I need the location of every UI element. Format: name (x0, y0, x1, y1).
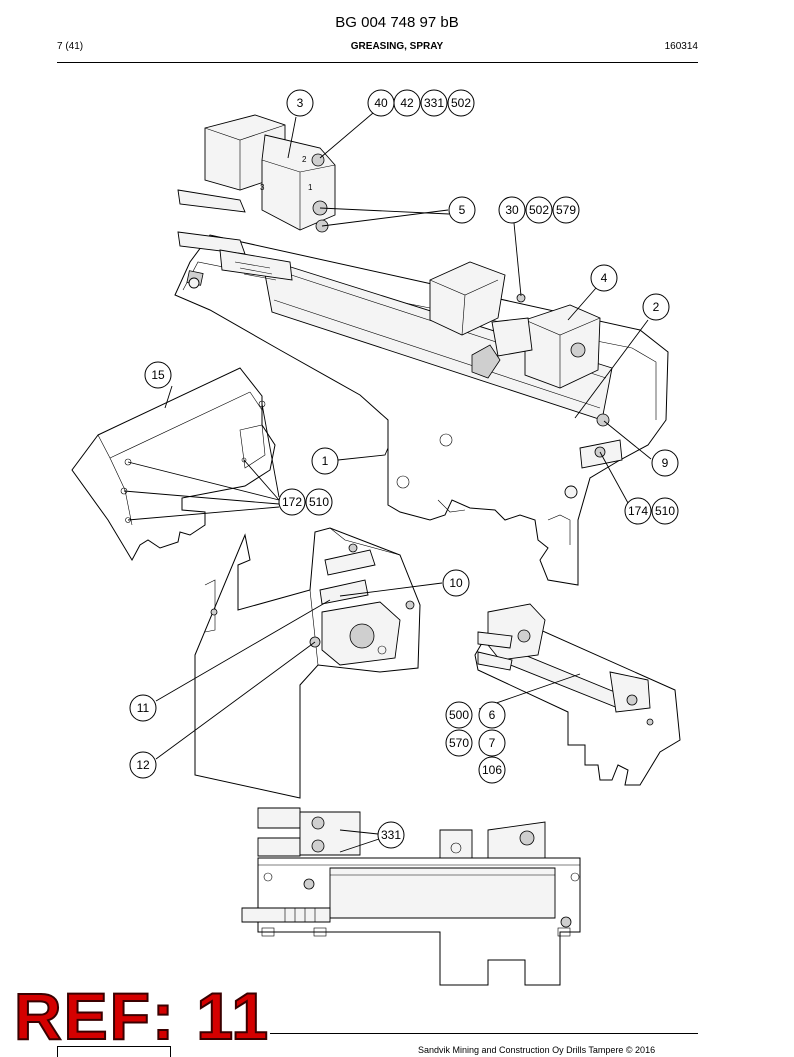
callout-570: 570 (445, 729, 473, 757)
callout-label: 510 (309, 495, 329, 509)
callout-label: 570 (449, 736, 469, 750)
svg-text:3: 3 (260, 183, 265, 192)
callout-42: 42 (393, 89, 421, 117)
callout-510: 510 (651, 497, 679, 525)
callout-label: 5 (459, 203, 466, 217)
company-logo (57, 1046, 171, 1057)
middle-assembly (194, 527, 421, 799)
callout-label: 1 (322, 454, 329, 468)
callout-3: 3 (286, 89, 314, 117)
callout-510: 510 (305, 488, 333, 516)
callout-10: 10 (442, 569, 470, 597)
callout-500: 500 (445, 701, 473, 729)
svg-text:1: 1 (308, 183, 313, 192)
callout-label: 6 (489, 708, 496, 722)
callout-174: 174 (624, 497, 652, 525)
callout-label: 30 (505, 203, 519, 217)
callout-label: 172 (282, 495, 302, 509)
callout-label: 106 (482, 763, 502, 777)
callout-label: 502 (451, 96, 471, 110)
leader-lines (123, 112, 652, 853)
side-view-assembly (241, 807, 581, 986)
callout-11: 11 (129, 694, 157, 722)
callout-502: 502 (447, 89, 475, 117)
callout-label: 10 (449, 576, 463, 590)
callout-label: 3 (297, 96, 304, 110)
callout-9: 9 (651, 449, 679, 477)
callout-30: 30 (498, 196, 526, 224)
callout-106: 106 (478, 756, 506, 784)
callout-label: 15 (151, 368, 165, 382)
document-id: BG 004 748 97 bB (335, 14, 459, 31)
callout-15: 15 (144, 361, 172, 389)
callout-172: 172 (278, 488, 306, 516)
callout-1: 1 (311, 447, 339, 475)
section-title: GREASING, SPRAY (350, 41, 444, 52)
callout-label: 42 (400, 96, 414, 110)
callout-12: 12 (129, 751, 157, 779)
reference-stamp: REF: 11 (13, 979, 271, 1053)
callout-label: 7 (489, 736, 496, 750)
callout-label: 2 (653, 300, 660, 314)
callout-label: 40 (374, 96, 388, 110)
callout-label: 510 (655, 504, 675, 518)
small-assembly (474, 603, 681, 786)
callout-502: 502 (525, 196, 553, 224)
callout-label: 12 (136, 758, 150, 772)
callout-7: 7 (478, 729, 506, 757)
callout-label: 579 (556, 203, 576, 217)
callout-label: 9 (662, 456, 669, 470)
callout-label: 500 (449, 708, 469, 722)
callout-label: 174 (628, 504, 648, 518)
footer-rule (270, 1033, 698, 1034)
page-number: 7 (41) (57, 41, 84, 52)
footer-copyright: Sandvik Mining and Construction Oy Drill… (418, 1045, 656, 1055)
callout-40: 40 (367, 89, 395, 117)
header-rule (57, 62, 698, 64)
callout-331: 331 (420, 89, 448, 117)
callout-331: 331 (377, 821, 405, 849)
main-assembly: 2 3 1 (174, 114, 669, 586)
callout-label: 11 (137, 701, 150, 715)
callout-4: 4 (590, 264, 618, 292)
document-date: 160314 (664, 41, 698, 52)
callout-label: 331 (424, 96, 444, 110)
guard-assembly (71, 367, 276, 562)
callout-label: 4 (601, 271, 608, 285)
callout-label: 502 (529, 203, 549, 217)
callouts: 3 40 42 331 502 5 30 502 579 4 2 15 1 9 … (129, 89, 679, 849)
callout-2: 2 (642, 293, 670, 321)
callout-5: 5 (448, 196, 476, 224)
callout-label: 331 (381, 828, 401, 842)
callout-6: 6 (478, 701, 506, 729)
callout-579: 579 (552, 196, 580, 224)
svg-text:2: 2 (302, 155, 307, 164)
